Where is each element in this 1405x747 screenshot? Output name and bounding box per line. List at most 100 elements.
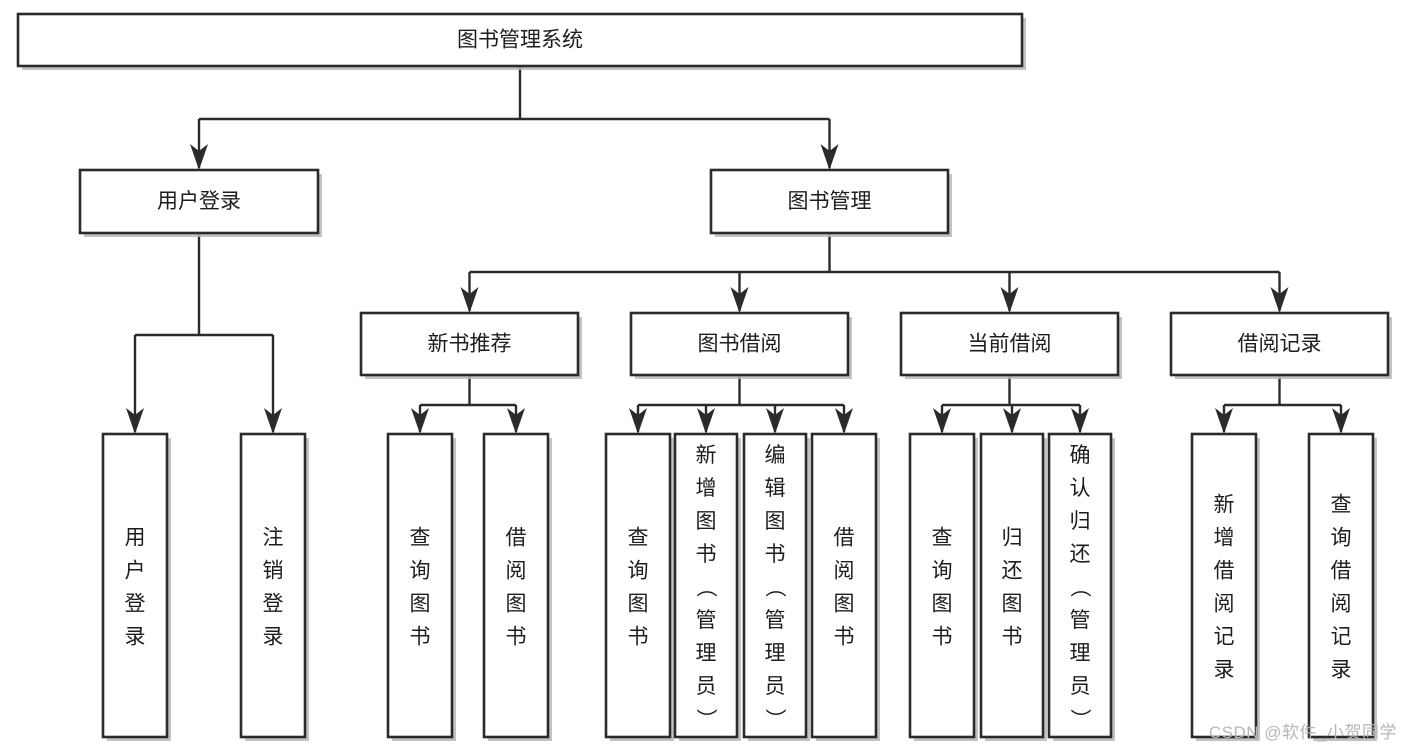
arrow-head-icon [629,408,647,434]
svg-text:图: 图 [410,593,431,616]
svg-text:询: 询 [932,560,953,583]
arrow-head-icon [697,408,715,434]
arrow-head-icon [1270,287,1289,313]
svg-text:员: 员 [765,675,786,698]
svg-text:理: 理 [696,642,717,665]
arrow-head-icon [264,408,282,434]
svg-text:销: 销 [263,560,284,583]
svg-text:注: 注 [263,527,284,550]
arrow-head-icon [1071,408,1089,434]
svg-text:查: 查 [628,527,649,550]
svg-text:编: 编 [765,444,786,467]
svg-text:书: 书 [410,626,431,649]
box-outline [101,432,169,739]
node-leaf-user_login-0[interactable]: 用户登录 [101,432,171,741]
svg-text:确: 确 [1070,444,1091,467]
node-level2-3[interactable]: 借阅记录 [1169,311,1392,379]
svg-text:用: 用 [125,527,146,550]
svg-text:录: 录 [125,626,146,649]
svg-text:新: 新 [1214,494,1235,517]
arrow-head-icon [190,144,208,170]
node-level1-1[interactable]: 图书管理 [709,168,952,237]
svg-text:借: 借 [1214,560,1235,583]
node-level2-0[interactable]: 新书推荐 [359,311,582,379]
svg-text:图: 图 [506,593,527,616]
svg-text:查: 查 [410,527,431,550]
svg-text:辑: 辑 [765,477,786,500]
svg-text:员: 员 [1070,675,1091,698]
svg-text:户: 户 [125,560,146,583]
box-outline [629,311,850,377]
arrow-head-icon [1000,287,1019,313]
svg-text:阅: 阅 [834,560,855,583]
box-outline [1047,432,1113,739]
svg-text:记: 记 [1331,626,1352,649]
svg-text:查: 查 [932,527,953,550]
svg-text:图: 图 [834,593,855,616]
watermark-text: CSDN @软件_小贺同学 [1208,723,1397,742]
box-outline [709,168,950,235]
svg-text:归: 归 [1070,510,1091,533]
svg-text:图: 图 [1002,593,1023,616]
arrow-head-icon [766,408,784,434]
box-outline [742,432,808,739]
box-outline [810,432,878,739]
svg-text:登: 登 [125,593,146,616]
box-outline [239,432,307,739]
arrow-head-icon [835,408,853,434]
node-label: 新书推荐 [428,333,512,356]
box-outline [673,432,739,739]
node-level1-0[interactable]: 用户登录 [78,168,322,237]
box-outline [1169,311,1390,377]
arrow-head-icon [730,287,749,313]
svg-text:书: 书 [506,626,527,649]
svg-text:书: 书 [628,626,649,649]
svg-text:记: 记 [1214,626,1235,649]
svg-text:阅: 阅 [506,560,527,583]
box-outline [482,432,550,739]
svg-text:借: 借 [834,527,855,550]
node-level2-2[interactable]: 当前借阅 [899,311,1122,379]
svg-text:）: ） [694,709,717,730]
svg-text:阅: 阅 [1214,593,1235,616]
arrow-head-icon [507,408,525,434]
box-outline [908,432,976,739]
node-root-system[interactable]: 图书管理系统 [16,12,1026,70]
arrow-head-icon [1215,408,1233,434]
svg-text:借: 借 [1331,560,1352,583]
box-outline [78,168,320,235]
box-outline [1190,432,1258,739]
arrow-head-icon [126,408,144,434]
svg-text:）: ） [1068,709,1091,730]
svg-text:理: 理 [1070,642,1091,665]
node-label: 当前借阅 [968,333,1052,356]
svg-text:管: 管 [696,609,717,632]
svg-text:员: 员 [696,675,717,698]
box-outline [386,432,454,739]
svg-text:（: （ [1068,577,1091,598]
node-level2-1[interactable]: 图书借阅 [629,311,852,379]
